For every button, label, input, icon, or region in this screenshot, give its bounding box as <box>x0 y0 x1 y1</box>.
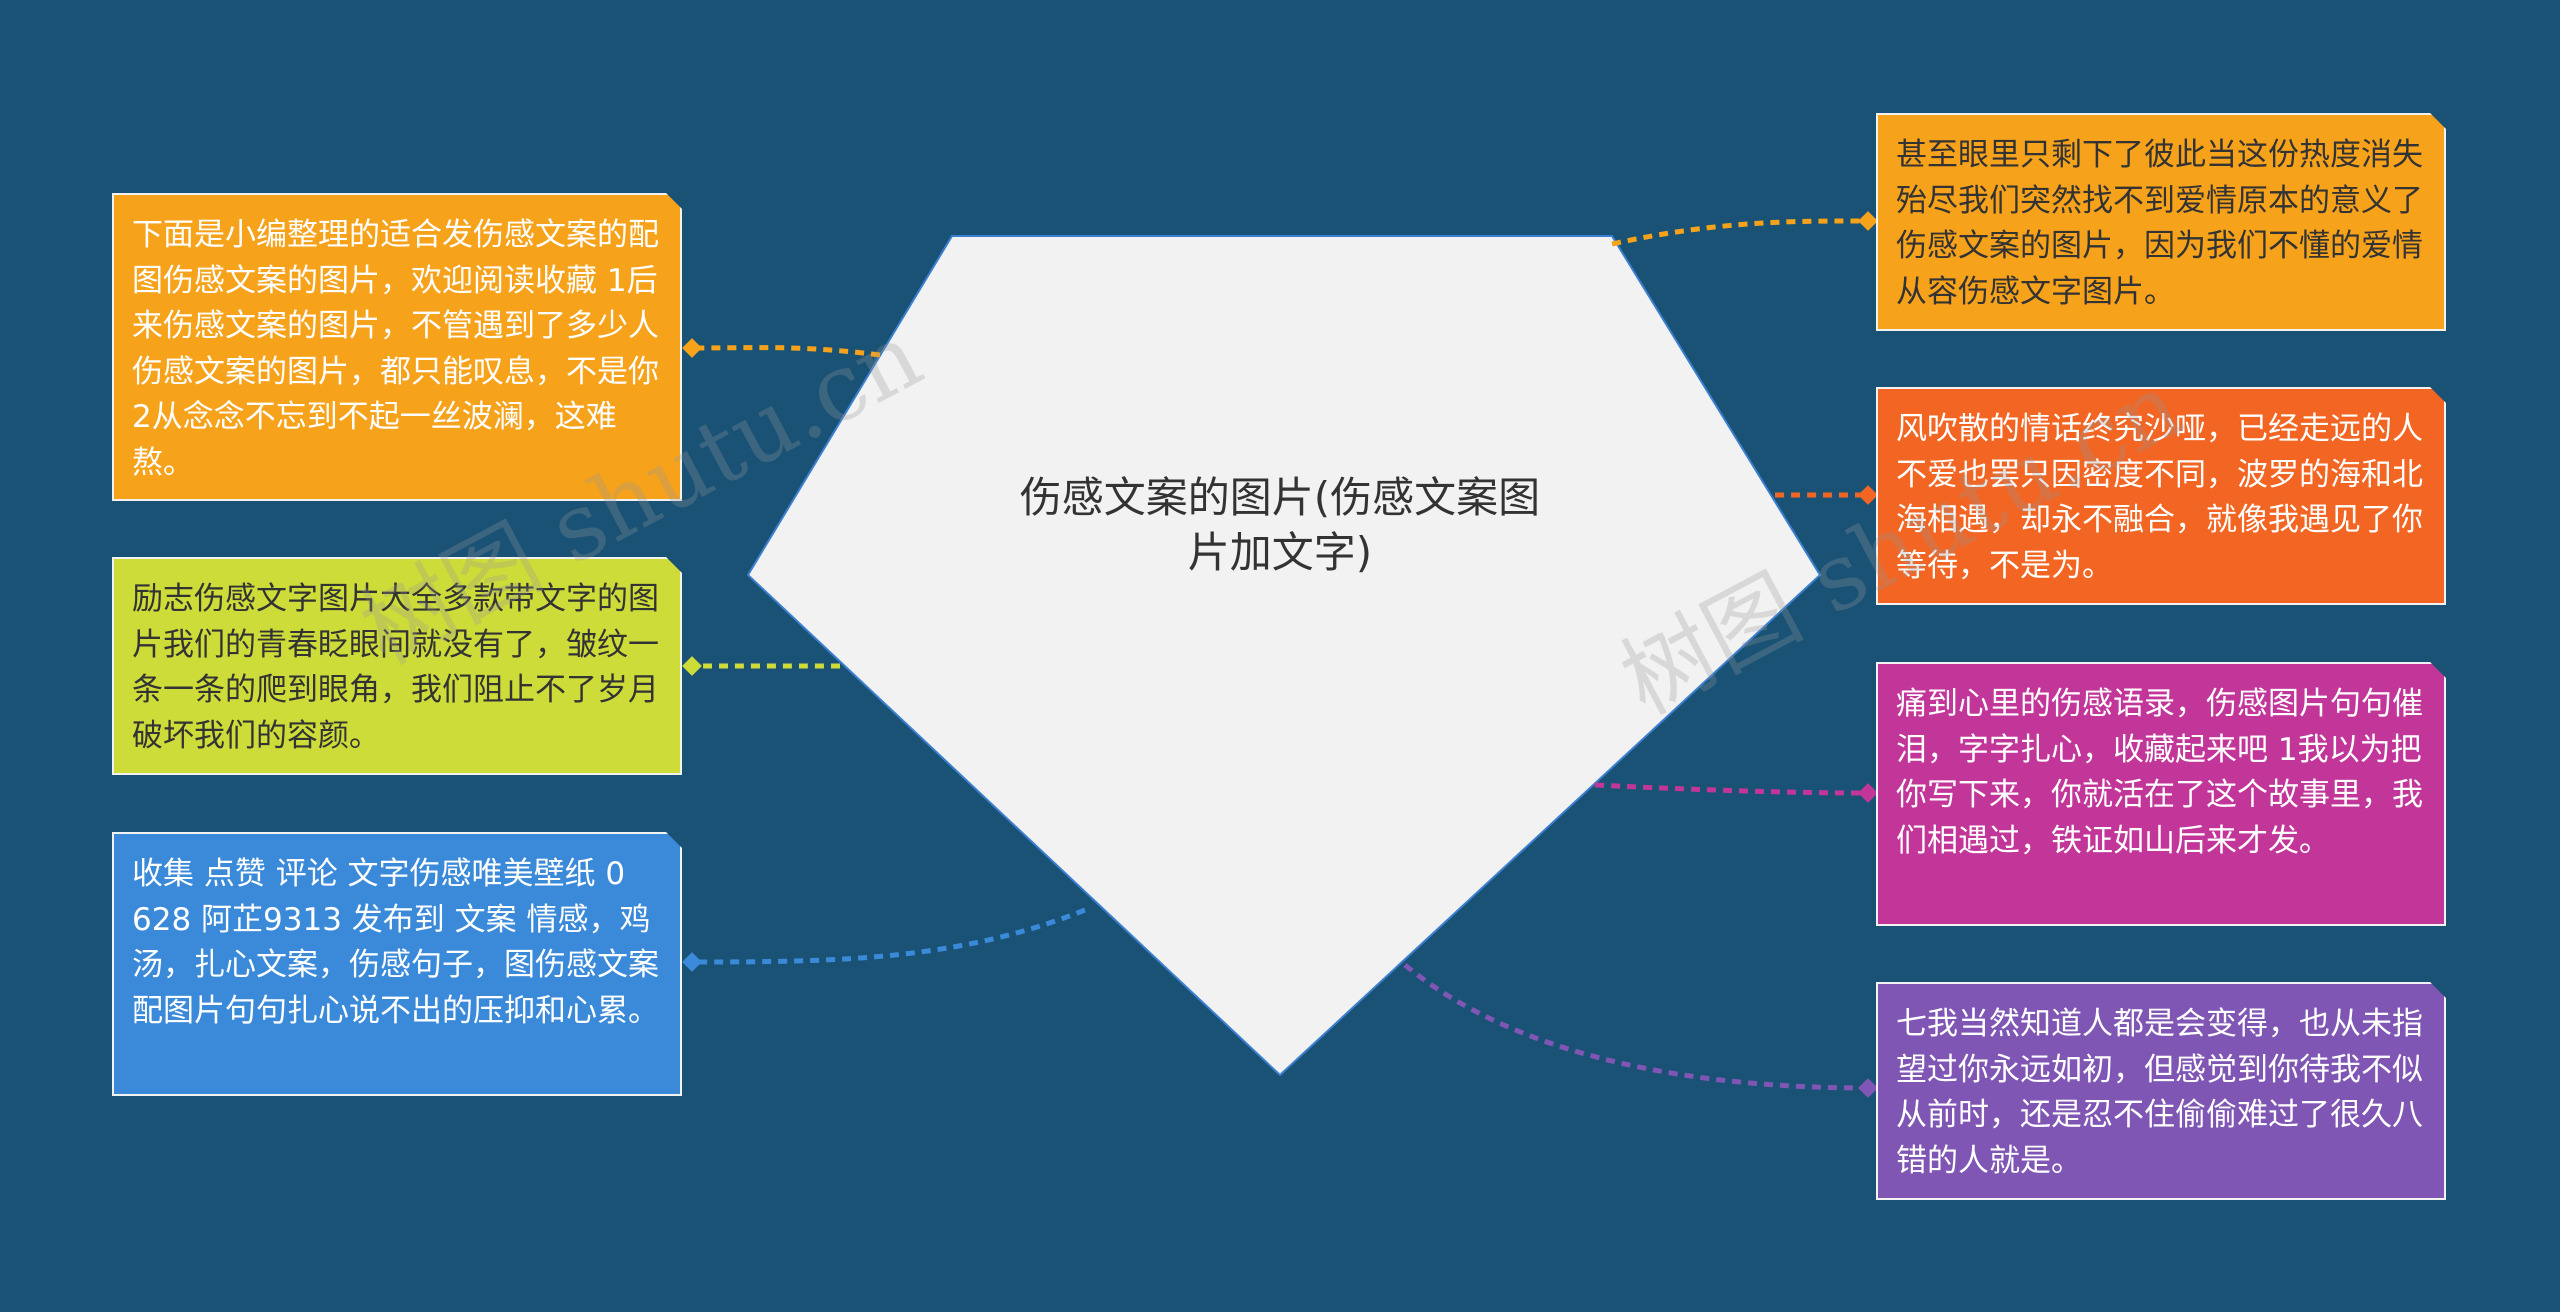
connector-dot-right-3 <box>1858 783 1878 803</box>
center-topic-label[interactable]: 伤感文案的图片(伤感文案图片加文字) <box>1019 473 1541 577</box>
connector-right-4 <box>1403 963 1869 1091</box>
connector-left-3 <box>691 907 1086 965</box>
node-left-2[interactable]: 励志伤感文字图片大全多款带文字的图片我们的青春眨眼间就没有了，皱纹一条一条的爬到… <box>112 557 682 775</box>
connector-right-1 <box>1611 218 1869 247</box>
center-pentagon[interactable] <box>746 235 1822 1077</box>
node-left-3[interactable]: 收集 点赞 评论 文字伤感唯美壁纸 0 628 阿芷9313 发布到 文案 情感… <box>112 832 682 1096</box>
connector-left-1 <box>691 345 881 358</box>
connector-right-3 <box>1594 782 1869 796</box>
connector-dot-left-3 <box>682 952 702 972</box>
connector-dot-right-1 <box>1858 211 1878 231</box>
node-right-4[interactable]: 七我当然知道人都是会变得，也从未指望过你永远如初，但感觉到你待我不似从前时，还是… <box>1876 982 2446 1200</box>
node-left-1[interactable]: 下面是小编整理的适合发伤感文案的配图伤感文案的图片，欢迎阅读收藏 1后来伤感文案… <box>112 193 682 501</box>
node-right-2[interactable]: 风吹散的情话终究沙哑，已经走远的人不爱也罢只因密度不同，波罗的海和北海相遇，却永… <box>1876 387 2446 605</box>
node-right-1[interactable]: 甚至眼里只剩下了彼此当这份热度消失殆尽我们突然找不到爱情原本的意义了伤感文案的图… <box>1876 113 2446 331</box>
connector-dot-right-2 <box>1858 485 1878 505</box>
connector-dot-right-4 <box>1858 1078 1878 1098</box>
connector-dot-left-1 <box>682 338 702 358</box>
node-right-3[interactable]: 痛到心里的伤感语录，伤感图片句句催泪，字字扎心，收藏起来吧 1我以为把你写下来，… <box>1876 662 2446 926</box>
connector-dot-left-2 <box>682 656 702 676</box>
